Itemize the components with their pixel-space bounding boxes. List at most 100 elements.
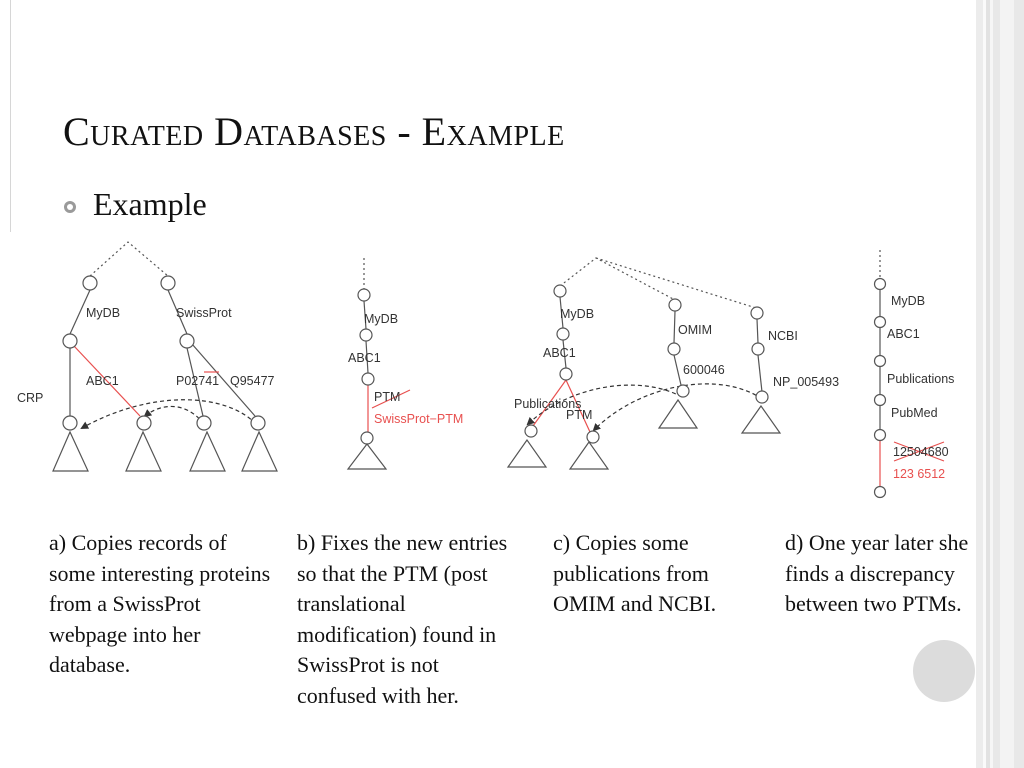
panel-d-node [873, 315, 887, 329]
panel-d-strike-mark [893, 441, 945, 462]
panel-a-node [160, 275, 176, 291]
panel-c-subtree-triangle [657, 398, 699, 429]
panel-c-subtree-triangle [740, 404, 782, 434]
panel-a-root-dotted-edges [89, 241, 169, 277]
panel-c-node [667, 342, 681, 356]
bullet-circle-icon [64, 201, 76, 213]
panel-c-label-omim: OMIM [678, 323, 712, 337]
panel-c-node [751, 342, 765, 356]
panel-c-node [556, 327, 570, 341]
panel-a-subtree-triangle [241, 430, 278, 472]
panel-d-node [873, 428, 887, 442]
panel-d-label-old-id: 12504680 [893, 445, 949, 459]
panel-c-label-omim-id: 600046 [683, 363, 725, 377]
panel-a-label-mydb: MyDB [86, 306, 120, 320]
panel-a-node [250, 415, 266, 431]
bullet-text: Example [93, 186, 207, 222]
panel-c-edge [673, 354, 682, 386]
panel-d-tree: MyDB ABC1 Publications PubMed 12504680 1… [873, 250, 954, 499]
panel-c-label-abc1: ABC1 [543, 346, 576, 360]
panel-a-subtree-triangle [125, 430, 162, 472]
panel-c-label-ncbi-id: NP_005493 [773, 375, 839, 389]
panel-a-node [62, 333, 78, 349]
panel-b-edge [363, 300, 367, 330]
panel-b-strike-mark [371, 389, 411, 409]
panel-d-label-abc1: ABC1 [887, 327, 920, 341]
panel-c-label-mydb: MyDB [560, 307, 594, 321]
panel-d-label-publications: Publications [887, 372, 954, 386]
panel-a-node [179, 333, 195, 349]
panel-a-highlight-edge [73, 345, 141, 417]
panel-c-edge [559, 296, 564, 329]
panel-a-edge [69, 289, 91, 335]
caption-b: b) Fixes the new entries so that the PTM… [297, 530, 508, 708]
panel-a-edge [191, 343, 256, 417]
panel-a-label-crp: CRP [17, 391, 43, 405]
panel-c-edge [756, 318, 759, 344]
panel-a-copy-arrow [80, 399, 257, 429]
panel-c-edge [673, 310, 676, 344]
panel-c-node [524, 424, 538, 438]
panel-b-label-abc1: ABC1 [348, 351, 381, 365]
panel-a-subtree-triangle [52, 430, 89, 472]
panel-d-node [873, 277, 887, 291]
caption-a: a) Copies records of some interesting pr… [49, 530, 271, 677]
panel-c-node [750, 306, 764, 320]
panel-d-node [873, 354, 887, 368]
panel-c-edge [757, 354, 763, 393]
panel-a-copy-arrow [143, 405, 205, 425]
panel-c-copy-arrow [526, 384, 683, 426]
panel-b-edge [365, 340, 369, 374]
caption-d: d) One year later she finds a discrepanc… [785, 530, 969, 616]
slide-title: Curated Databases - Example [63, 109, 565, 154]
panel-d-label-new-id: 123 6512 [893, 467, 945, 481]
panel-c-node [676, 384, 690, 398]
panel-c-edge [562, 339, 567, 369]
panel-a-edge [167, 289, 188, 335]
panel-a-label-q95477: Q95477 [230, 374, 275, 388]
panel-b-node [359, 328, 373, 342]
panel-d-node [873, 393, 887, 407]
panel-b-node [360, 431, 374, 445]
panel-a-subtree-triangle [189, 430, 226, 472]
panel-d-label-mydb: MyDB [891, 294, 925, 308]
panel-c-highlight-edge [565, 379, 591, 433]
database-diagram-figure: MyDB SwissProt ABC1 CRP P02741 Q95477 My… [17, 241, 954, 499]
panel-a-node [62, 415, 78, 431]
panel-b-node [357, 288, 371, 302]
panel-c-tree: MyDB ABC1 OMIM NCBI 600046 NP_005493 Pub… [506, 257, 839, 470]
panel-c-label-publications: Publications [514, 397, 581, 411]
panel-b-label-ptm: PTM [374, 390, 400, 404]
panel-c-highlight-edge [532, 379, 567, 427]
right-decoration-band [1000, 0, 1014, 768]
panel-c-node [755, 390, 769, 404]
caption-c: c) Copies some publications from OMIM an… [553, 530, 717, 616]
panel-a-label-abc1: ABC1 [86, 374, 119, 388]
panel-b-node [361, 372, 375, 386]
panel-c-node [586, 430, 600, 444]
panel-c-root-dotted-edges [559, 257, 757, 309]
left-border-line [10, 0, 11, 232]
panel-c-subtree-triangle [506, 438, 548, 468]
panel-c-subtree-triangle [568, 440, 610, 470]
decorative-gray-circle [913, 640, 975, 702]
right-decoration-band [990, 0, 993, 768]
panel-c-node [553, 284, 567, 298]
panel-a-label-p02741: P02741 [176, 374, 219, 388]
panel-a-node [196, 415, 212, 431]
panel-c-label-ptm: PTM [566, 408, 592, 422]
panel-b-label-swissprot-ptm: SwissProt−PTM [374, 412, 463, 426]
right-decoration-band [976, 0, 983, 768]
panel-a-edge [186, 347, 204, 417]
panel-d-label-pubmed: PubMed [891, 406, 938, 420]
panel-b-tree: MyDB ABC1 PTM SwissProt−PTM [346, 258, 463, 470]
panel-a-tree: MyDB SwissProt ABC1 CRP P02741 Q95477 [17, 241, 278, 472]
right-decoration-band [983, 0, 986, 768]
panel-a-node [136, 415, 152, 431]
panel-b-subtree-triangle [346, 443, 388, 470]
panel-c-node [668, 298, 682, 312]
panel-c-label-ncbi: NCBI [768, 329, 798, 343]
panel-c-node [559, 367, 573, 381]
panel-a-node [82, 275, 98, 291]
right-decoration-band [986, 0, 990, 768]
